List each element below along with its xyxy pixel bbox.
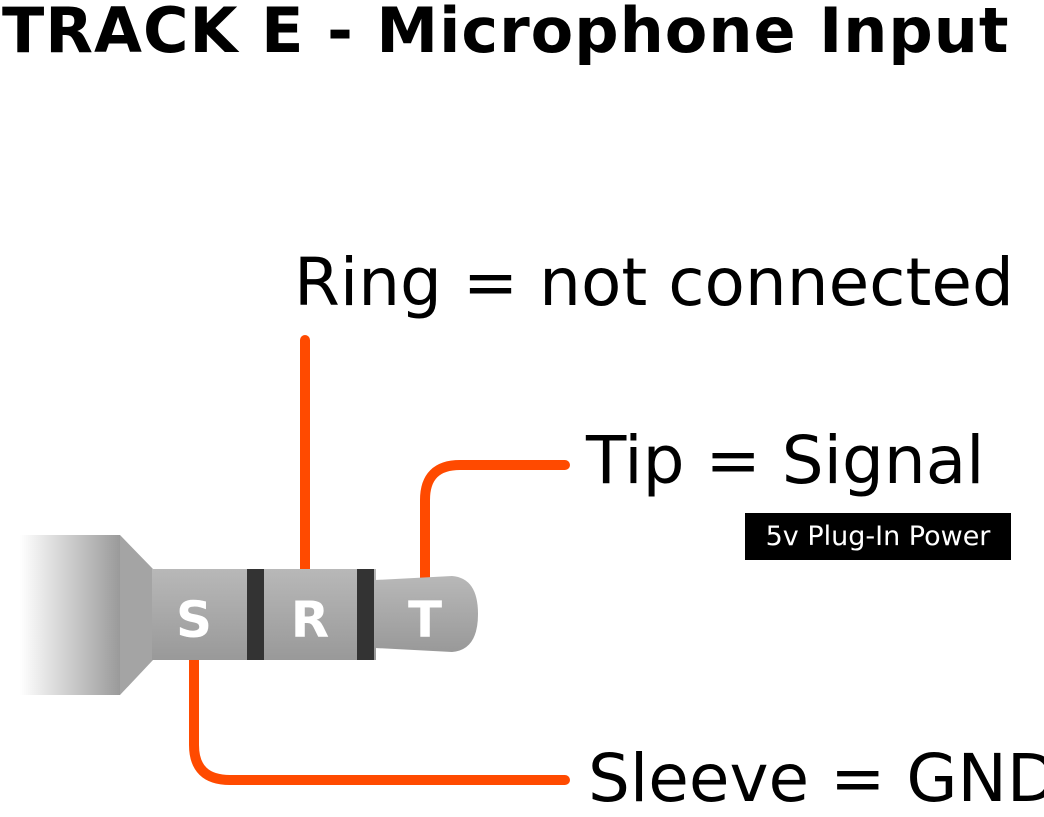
page-title: TRACK E - Microphone Input: [2, 0, 1010, 67]
ring-letter: R: [291, 591, 330, 649]
band-1: [247, 569, 264, 660]
plug-tip: [375, 576, 478, 652]
plug-taper: [120, 535, 153, 695]
plug-body: [20, 535, 120, 695]
tip-letter: T: [408, 591, 442, 649]
band-2: [357, 569, 374, 660]
sleeve-wire: [189, 655, 570, 785]
plug-in-power-badge: 5v Plug-In Power: [745, 513, 1011, 560]
ring-label: Ring = not connected: [294, 244, 1014, 321]
tip-label: Tip = Signal: [586, 422, 985, 499]
sleeve-letter: S: [176, 591, 212, 649]
tip-wire: [420, 460, 570, 583]
sleeve-label: Sleeve = GND: [588, 740, 1044, 817]
